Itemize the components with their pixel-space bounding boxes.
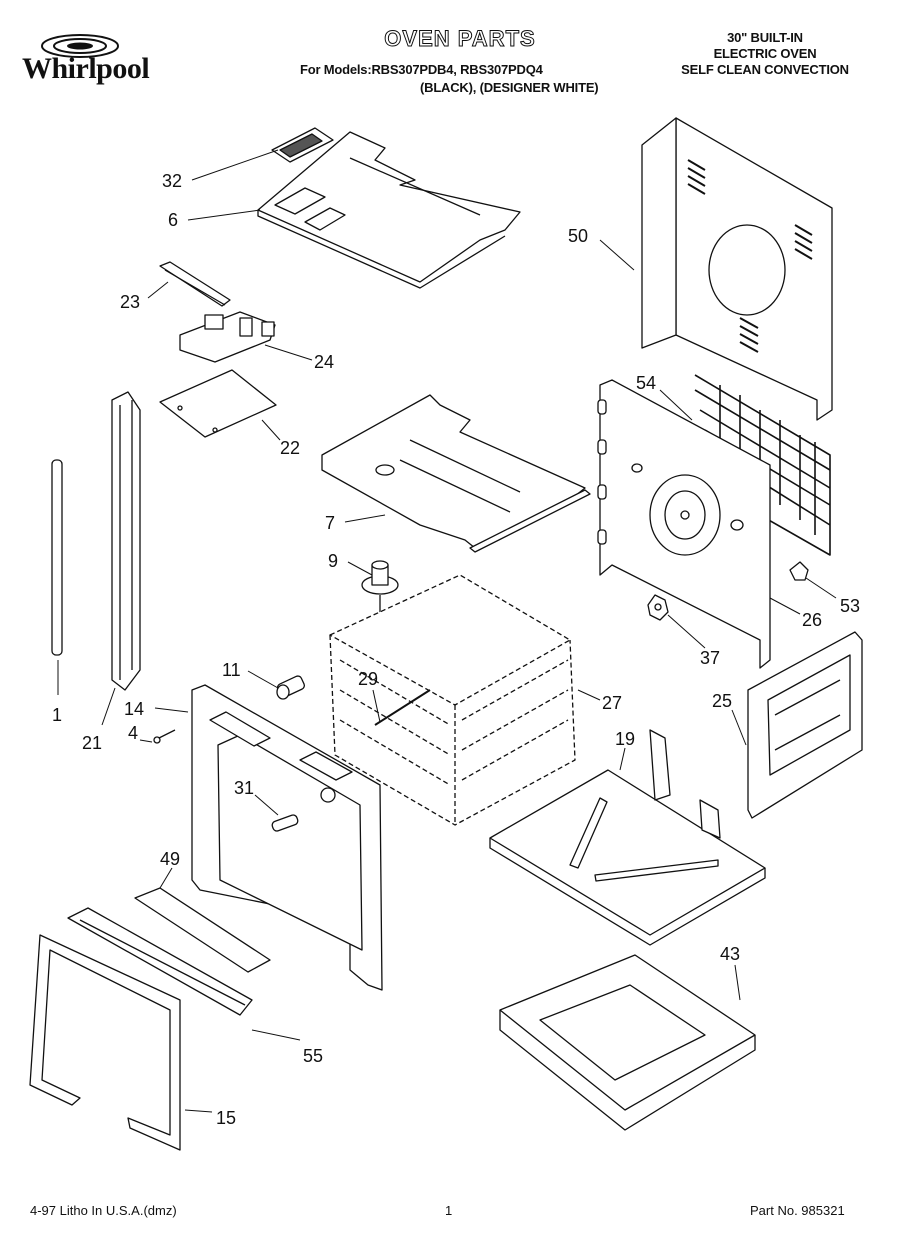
part-15-gasket (30, 935, 180, 1150)
part-9-vent (362, 561, 398, 625)
part-43-bottom-tray (500, 955, 755, 1130)
callout-7: 7 (325, 513, 336, 533)
callout-21: 21 (82, 733, 103, 753)
product-description: 30" BUILT-IN ELECTRIC OVEN SELF CLEAN CO… (660, 30, 870, 78)
part-50-back-panel (642, 118, 832, 420)
callout-25: 25 (712, 691, 733, 711)
callout-27: 27 (602, 693, 623, 713)
callout-22: 22 (280, 438, 301, 458)
part-31-lamp (271, 814, 299, 832)
callout-37: 37 (700, 648, 721, 668)
callout-23: 23 (120, 292, 141, 312)
callout-43: 43 (720, 944, 741, 964)
callout-55: 55 (303, 1046, 324, 1066)
part-23-bracket (160, 262, 230, 306)
callout-49: 49 (160, 849, 181, 869)
part-53-clip (790, 562, 808, 580)
callout-50: 50 (568, 226, 589, 246)
part-11-switch (276, 675, 305, 699)
callout-31: 31 (234, 778, 255, 798)
callout-4: 4 (128, 723, 139, 743)
part-25-side-panel (748, 632, 862, 818)
part-7-upper-panel (322, 395, 590, 552)
callout-54: 54 (636, 373, 657, 393)
footer-page-number: 1 (445, 1203, 453, 1218)
part-49-strip (135, 888, 270, 972)
part-32-cover (272, 128, 333, 162)
callout-53: 53 (840, 596, 861, 616)
part-14-front-frame (192, 685, 382, 990)
callout-19: 19 (615, 729, 636, 749)
page-title: OVEN PARTS (384, 26, 536, 52)
logo-swirl-icon (41, 34, 119, 58)
footer-litho: 4-97 Litho In U.S.A.(dmz) (30, 1203, 177, 1218)
callout-14: 14 (124, 699, 145, 719)
callout-11: 11 (222, 660, 241, 680)
callout-1: 1 (52, 705, 63, 725)
callout-6: 6 (168, 210, 179, 230)
callout-29: 29 (358, 669, 379, 689)
callout-26: 26 (802, 610, 823, 630)
logo-text: Whirlpool (22, 52, 150, 85)
footer-part-number: Part No. 985321 (750, 1203, 845, 1218)
part-55-trim (68, 908, 252, 1015)
part-27-oven-cavity (330, 575, 575, 825)
part-29-rod (375, 690, 430, 725)
part-6-top-panel (258, 132, 520, 288)
part-1-rod (52, 460, 62, 655)
part-21-side-trim (112, 392, 140, 690)
part-22-plate (160, 370, 276, 437)
part-37-fan (648, 595, 668, 620)
callout-32: 32 (162, 171, 183, 191)
callout-24: 24 (314, 352, 335, 372)
callout-9: 9 (328, 551, 339, 571)
product-line-3: SELF CLEAN CONVECTION (681, 62, 849, 77)
part-26-convection-back (598, 380, 770, 668)
models-line: For Models:RBS307PDB4, RBS307PDQ4 (300, 62, 543, 77)
product-line-2: ELECTRIC OVEN (713, 46, 817, 61)
product-line-1: 30" BUILT-IN (727, 30, 803, 45)
part-4-screw (154, 730, 175, 743)
part-24-terminal-block (180, 312, 275, 362)
models-colors: (BLACK), (DESIGNER WHITE) (420, 80, 599, 95)
callout-15: 15 (216, 1108, 237, 1128)
whirlpool-logo: Whirlpool (22, 30, 192, 90)
leader-lines (58, 150, 836, 1112)
part-19-bottom-panel (490, 730, 765, 945)
